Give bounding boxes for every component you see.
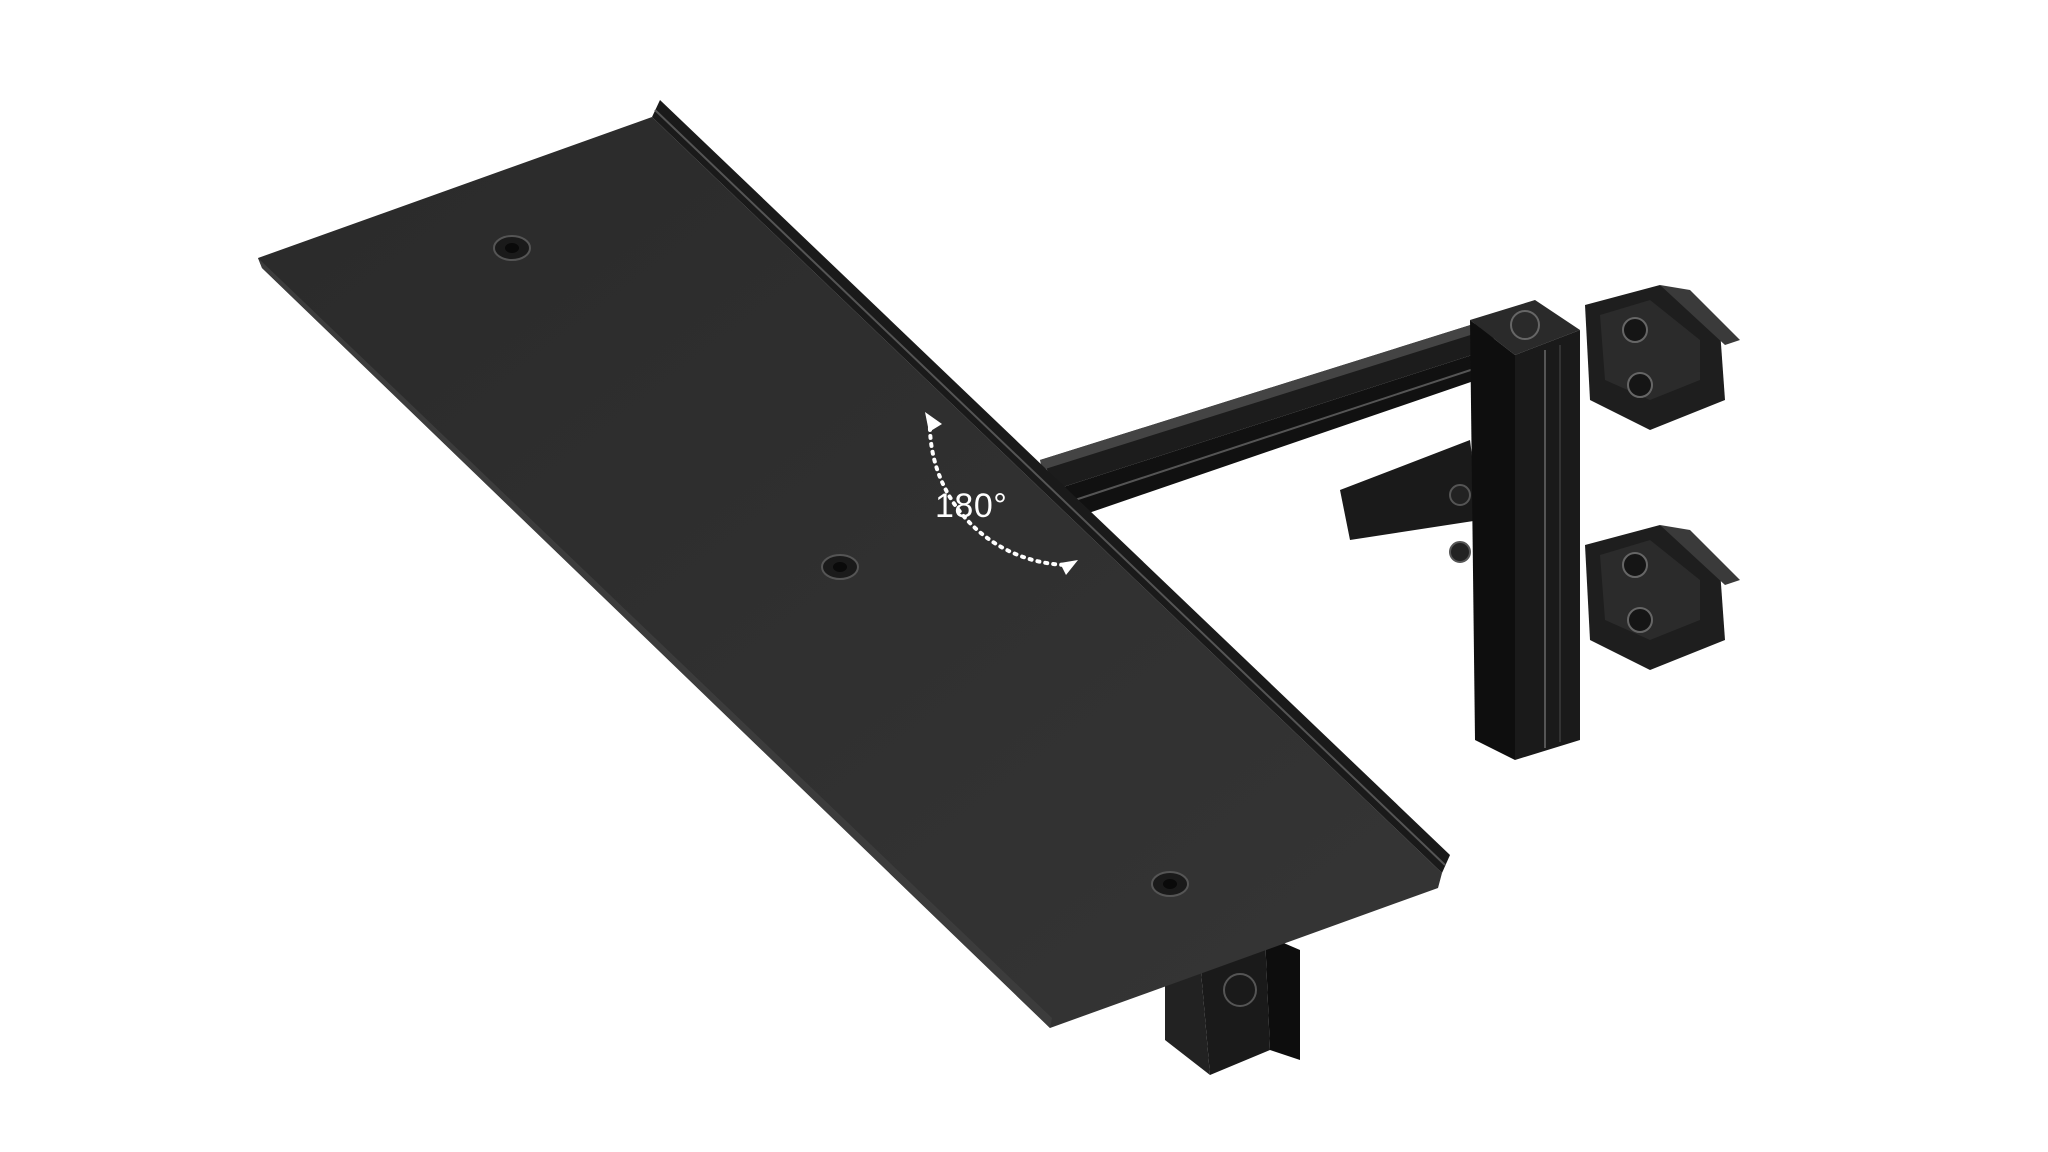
upper-clamp-bracket <box>1585 285 1740 430</box>
screw-icon <box>493 235 531 261</box>
mount-block <box>1165 935 1300 1075</box>
support-arm <box>1040 322 1500 563</box>
screw-icon <box>1151 871 1189 897</box>
rotation-arrow-icon <box>925 412 1078 575</box>
screw-icon <box>821 554 859 580</box>
plate-screws <box>493 235 1189 897</box>
rotation-angle-label: 180° <box>935 487 1008 525</box>
lower-clamp-bracket <box>1585 525 1740 670</box>
vertical-post <box>1470 300 1580 760</box>
